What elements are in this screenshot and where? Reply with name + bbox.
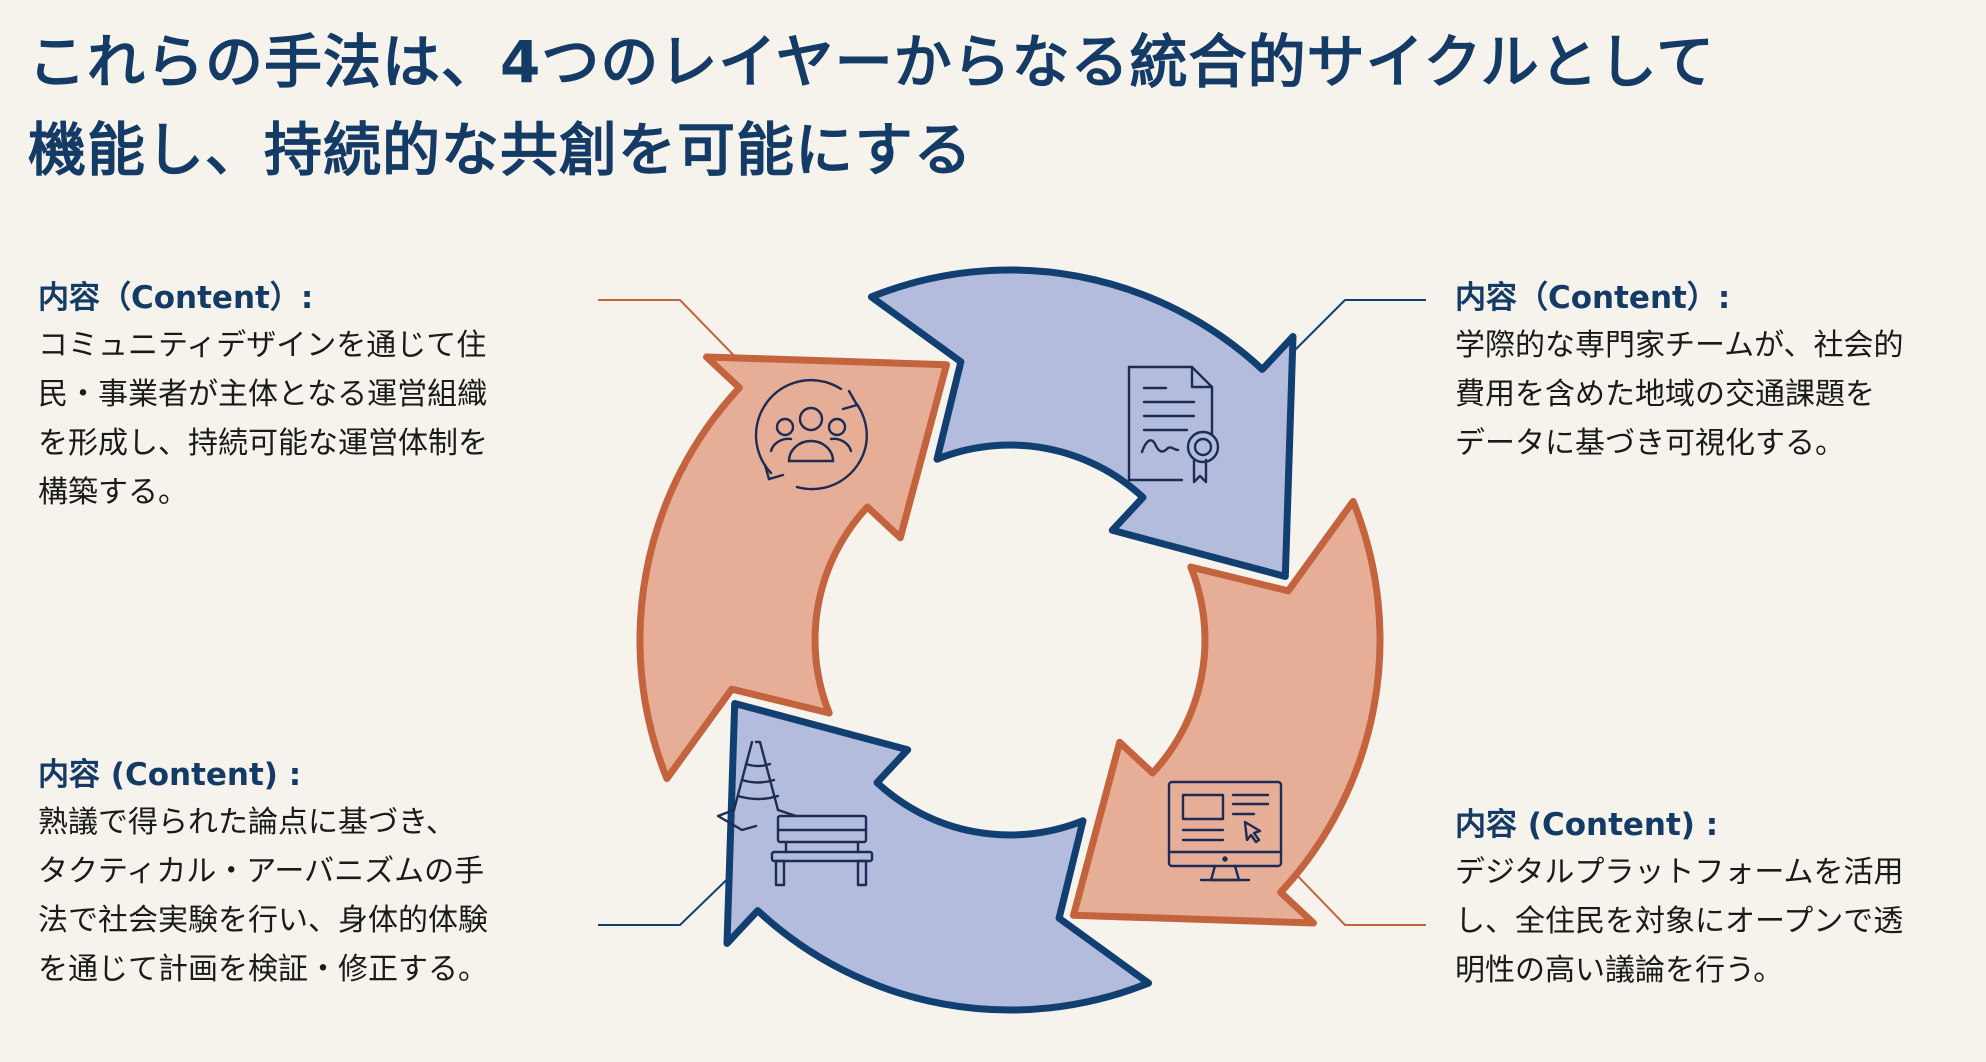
callout-line: 明性の高い議論を行う。 (1455, 953, 1784, 988)
arrow-top-right (867, 266, 1297, 580)
callout-body: デジタルプラットフォームを活用 し、全住民を対象にオープンで透 明性の高い議論を… (1455, 848, 1904, 995)
title-line-1: これらの手法は、4つのレイヤーからなる統合的サイクルとして (28, 28, 1715, 96)
leader-line-bottom-left (598, 861, 746, 926)
arrow-top-left (636, 353, 950, 783)
callout-label: 内容（Content）: (38, 280, 314, 316)
arrow-bottom-right (1070, 497, 1384, 927)
callout-line: デジタルプラットフォームを活用 (1455, 855, 1904, 890)
leader-line-top-right (1274, 299, 1426, 371)
callout-body: 熟議で得られた論点に基づき、 タクティカル・アーバニズムの手 法で社会実験を行い… (38, 798, 488, 994)
traffic-cone-bench-icon (716, 740, 874, 887)
callout-line: データに基づき可視化する。 (1455, 426, 1845, 461)
callout-label: 内容（Content）: (1455, 280, 1731, 316)
callout-label: 内容 (Content) : (38, 757, 302, 793)
callout-line: 熟議で得られた論点に基づき、 (38, 805, 456, 840)
leader-line-top-left (598, 299, 749, 371)
callout-line: を通じて計画を検証・修正する。 (38, 952, 488, 987)
callout-top-right: 内容（Content）: 学際的な専門家チームが、社会的 費用を含めた地域の交通… (1455, 275, 1904, 468)
arrow-bottom-left (723, 700, 1153, 1014)
callout-line: タクティカル・アーバニズムの手 (38, 854, 485, 889)
callout-line: 法で社会実験を行い、身体的体験 (38, 903, 488, 938)
title-line-2: 機能し、持続的な共創を可能にする (28, 116, 973, 184)
callout-bottom-right: 内容 (Content) : デジタルプラットフォームを活用 し、全住民を対象に… (1455, 802, 1904, 995)
callout-label: 内容 (Content) : (1455, 807, 1719, 843)
callout-body: コミュニティデザインを通じて住 民・事業者が主体となる運営組織 を形成し、持続可… (38, 321, 488, 517)
leader-line-bottom-right (1289, 867, 1426, 926)
callout-top-left: 内容（Content）: コミュニティデザインを通じて住 民・事業者が主体となる… (38, 275, 488, 517)
callout-body: 学際的な専門家チームが、社会的 費用を含めた地域の交通課題を データに基づき可視… (1455, 321, 1904, 468)
community-cycle-icon (754, 378, 868, 491)
computer-monitor-icon (1167, 780, 1283, 882)
page-title: これらの手法は、4つのレイヤーからなる統合的サイクルとして 機能し、持続的な共創… (28, 18, 1968, 194)
callout-line: 学際的な専門家チームが、社会的 (1455, 328, 1904, 363)
callout-line: 民・事業者が主体となる運営組織 (38, 377, 488, 412)
callout-bottom-left: 内容 (Content) : 熟議で得られた論点に基づき、 タクティカル・アーバ… (38, 752, 488, 994)
callout-line: を形成し、持続可能な運営体制を (38, 426, 488, 461)
certificate-document-icon (1127, 365, 1220, 484)
callout-line: 費用を含めた地域の交通課題を (1455, 377, 1875, 412)
callout-line: し、全住民を対象にオープンで透 (1455, 904, 1904, 939)
callout-line: 構築する。 (38, 475, 188, 510)
callout-line: コミュニティデザインを通じて住 (38, 328, 487, 363)
